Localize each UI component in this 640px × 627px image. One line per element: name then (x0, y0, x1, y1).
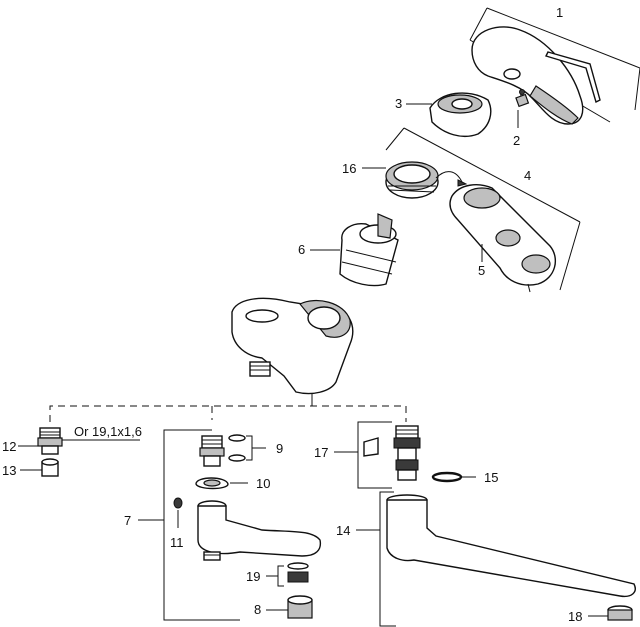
part-15-oring (431, 471, 476, 483)
callout-19: 19 (246, 569, 260, 584)
part-14-long-spout (386, 494, 636, 598)
callout-4: 4 (524, 168, 531, 183)
part-7-short-spout (197, 500, 322, 561)
part-17-diverter-body (363, 425, 421, 481)
callout-1: 1 (556, 5, 563, 20)
part-13-sleeve (20, 458, 59, 477)
callout-15: 15 (484, 470, 498, 485)
part-4-base-plate (385, 127, 581, 293)
oring-spec-label: Or 19,1x1,6 (74, 424, 142, 439)
callout-17: 17 (314, 445, 328, 460)
part-11-grub-screw (173, 497, 183, 528)
part-14-bracket (356, 491, 396, 627)
callout-12: 12 (2, 439, 16, 454)
callout-8: 8 (254, 602, 261, 617)
callout-13: 13 (2, 463, 16, 478)
part-10-clip (195, 477, 248, 490)
part-18-aerator (588, 605, 633, 621)
callout-3: 3 (395, 96, 402, 111)
callout-7: 7 (124, 513, 131, 528)
part-19-aerator-insert (266, 562, 309, 587)
part-12-threaded-adapter (18, 427, 140, 455)
part-8-aerator (266, 595, 313, 619)
callout-11: 11 (170, 535, 184, 550)
assembly-dashed-line (49, 405, 407, 422)
callout-16: 16 (342, 161, 356, 176)
callout-5: 5 (478, 263, 485, 278)
part-1-handle-lever (469, 7, 640, 125)
callout-2: 2 (513, 133, 520, 148)
part-16-threaded-ring (362, 161, 468, 199)
part-3-cover-cap (406, 92, 492, 138)
callout-10: 10 (256, 476, 270, 491)
part-6-cartridge (310, 213, 399, 287)
callout-14: 14 (336, 523, 350, 538)
part-17-bracket (334, 421, 392, 489)
callout-18: 18 (568, 609, 582, 624)
callout-9: 9 (276, 441, 283, 456)
part-2-set-screw (515, 89, 530, 128)
callout-6: 6 (298, 242, 305, 257)
part-9-nipple-and-orings (199, 434, 266, 467)
mixer-body (231, 297, 354, 406)
part-7-bracket (138, 429, 240, 621)
